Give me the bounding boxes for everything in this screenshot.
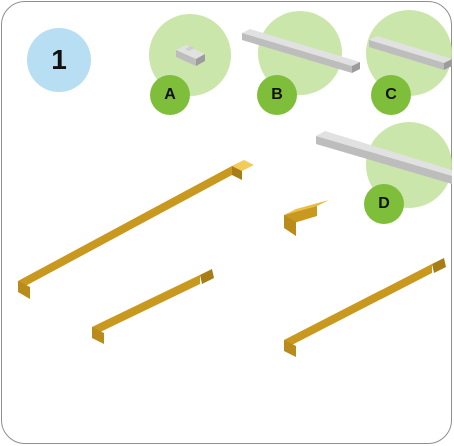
wood-piece-medium: [92, 269, 214, 344]
wood-piece-right: [284, 258, 446, 357]
part-d-label: D: [378, 195, 390, 212]
grey-piece-b: [242, 29, 360, 73]
part-a-badge: A: [150, 75, 190, 115]
step-number-badge: 1: [27, 28, 91, 92]
wood-piece-long: [18, 160, 254, 299]
part-c-label: C: [385, 86, 397, 103]
grey-piece-d: [316, 131, 452, 184]
part-a-label: A: [164, 86, 176, 103]
grey-piece-a: [176, 45, 205, 66]
grey-piece-c: [369, 36, 452, 70]
part-c-badge: C: [371, 75, 411, 115]
step-number: 1: [51, 44, 67, 75]
part-b-label: B: [271, 86, 283, 103]
part-b-badge: B: [257, 75, 297, 115]
part-d-badge: D: [364, 184, 404, 224]
wood-piece-small: [284, 200, 329, 236]
